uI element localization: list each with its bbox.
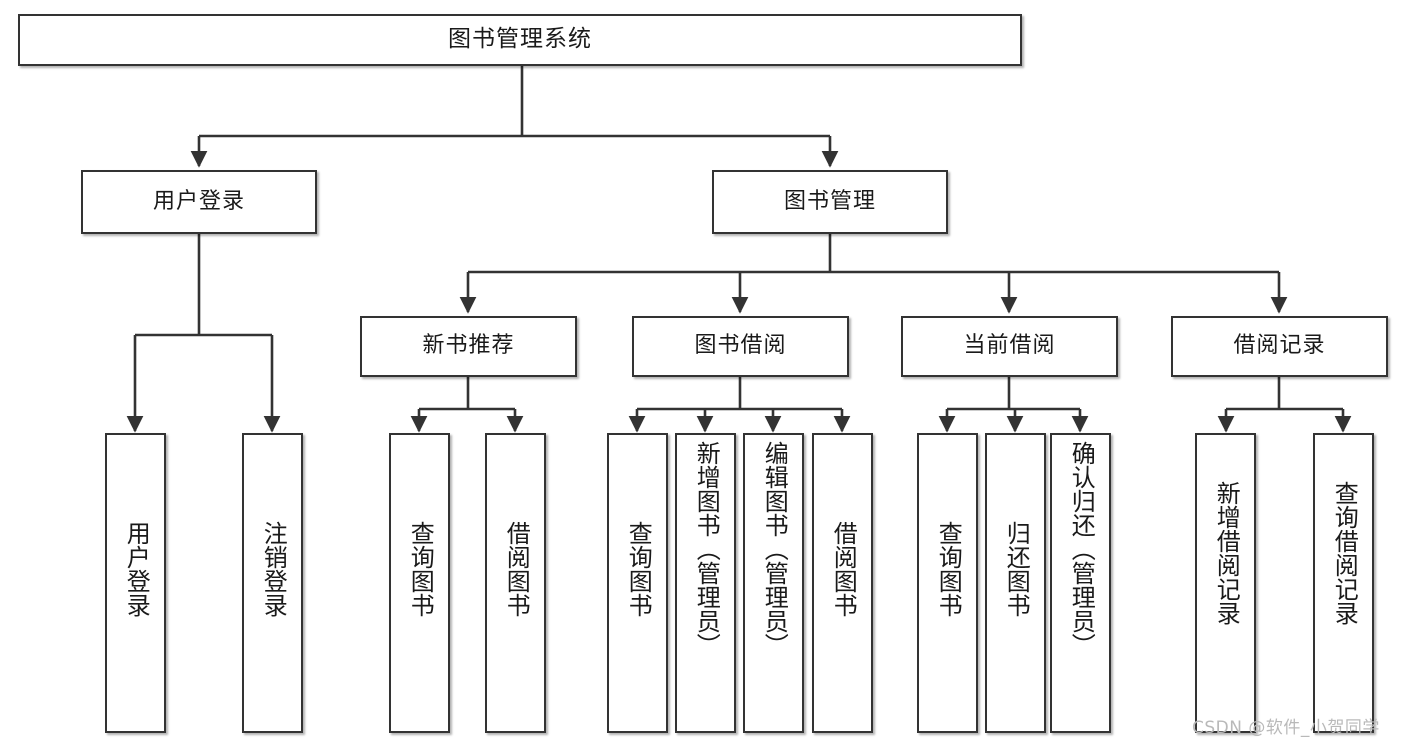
- node-book-management[interactable]: 图书管理: [712, 170, 948, 234]
- leaf-edit-book-admin[interactable]: 编辑图书（管理员）: [743, 433, 804, 733]
- leaf-add-borrow-record[interactable]: 新增借阅记录: [1195, 433, 1256, 733]
- node-user-login[interactable]: 用户登录: [81, 170, 317, 234]
- node-book-borrow-label: 图书借阅: [694, 333, 787, 359]
- leaf-query-book-borrow[interactable]: 查询图书: [607, 433, 668, 733]
- csdn-watermark: CSDN @软件_小贺同学: [1192, 718, 1380, 738]
- leaf-borrow-book-recommend[interactable]: 借阅图书: [485, 433, 546, 733]
- node-new-book-recommend[interactable]: 新书推荐: [360, 316, 577, 377]
- node-new-book-recommend-label: 新书推荐: [422, 333, 515, 359]
- leaf-add-borrow-record-label: 新增借阅记录: [1212, 481, 1241, 625]
- leaf-confirm-return-admin-label: 确认归还（管理员）: [1067, 441, 1096, 657]
- leaf-add-book-admin[interactable]: 新增图书（管理员）: [675, 433, 736, 733]
- leaf-query-book-recommend[interactable]: 查询图书: [389, 433, 450, 733]
- node-root-label: 图书管理系统: [448, 26, 592, 53]
- leaf-query-borrow-record[interactable]: 查询借阅记录: [1313, 433, 1374, 733]
- leaf-borrow-book-recommend-label: 借阅图书: [502, 521, 531, 617]
- leaf-query-borrow-record-label: 查询借阅记录: [1330, 481, 1359, 625]
- node-root[interactable]: 图书管理系统: [18, 14, 1022, 66]
- leaf-add-book-admin-label: 新增图书（管理员）: [692, 441, 721, 657]
- leaf-query-book-borrow-label: 查询图书: [624, 521, 653, 617]
- leaf-logout[interactable]: 注销登录: [242, 433, 303, 733]
- leaf-query-book-recommend-label: 查询图书: [406, 521, 435, 617]
- node-current-borrow-label: 当前借阅: [963, 333, 1056, 359]
- leaf-return-book[interactable]: 归还图书: [985, 433, 1046, 733]
- leaf-query-book-current-label: 查询图书: [934, 521, 963, 617]
- leaf-confirm-return-admin[interactable]: 确认归还（管理员）: [1050, 433, 1111, 733]
- leaf-return-book-label: 归还图书: [1002, 521, 1031, 617]
- node-user-login-label: 用户登录: [152, 188, 245, 214]
- node-borrow-record[interactable]: 借阅记录: [1171, 316, 1388, 377]
- leaf-edit-book-admin-label: 编辑图书（管理员）: [760, 441, 789, 657]
- leaf-borrow-book-label: 借阅图书: [829, 521, 858, 617]
- node-borrow-record-label: 借阅记录: [1233, 333, 1326, 359]
- node-book-borrow[interactable]: 图书借阅: [632, 316, 849, 377]
- leaf-borrow-book[interactable]: 借阅图书: [812, 433, 873, 733]
- leaf-user-login-label: 用户登录: [122, 521, 151, 617]
- leaf-query-book-current[interactable]: 查询图书: [917, 433, 978, 733]
- node-current-borrow[interactable]: 当前借阅: [901, 316, 1118, 377]
- leaf-user-login[interactable]: 用户登录: [105, 433, 166, 733]
- node-book-management-label: 图书管理: [783, 188, 876, 214]
- leaf-logout-label: 注销登录: [259, 521, 288, 617]
